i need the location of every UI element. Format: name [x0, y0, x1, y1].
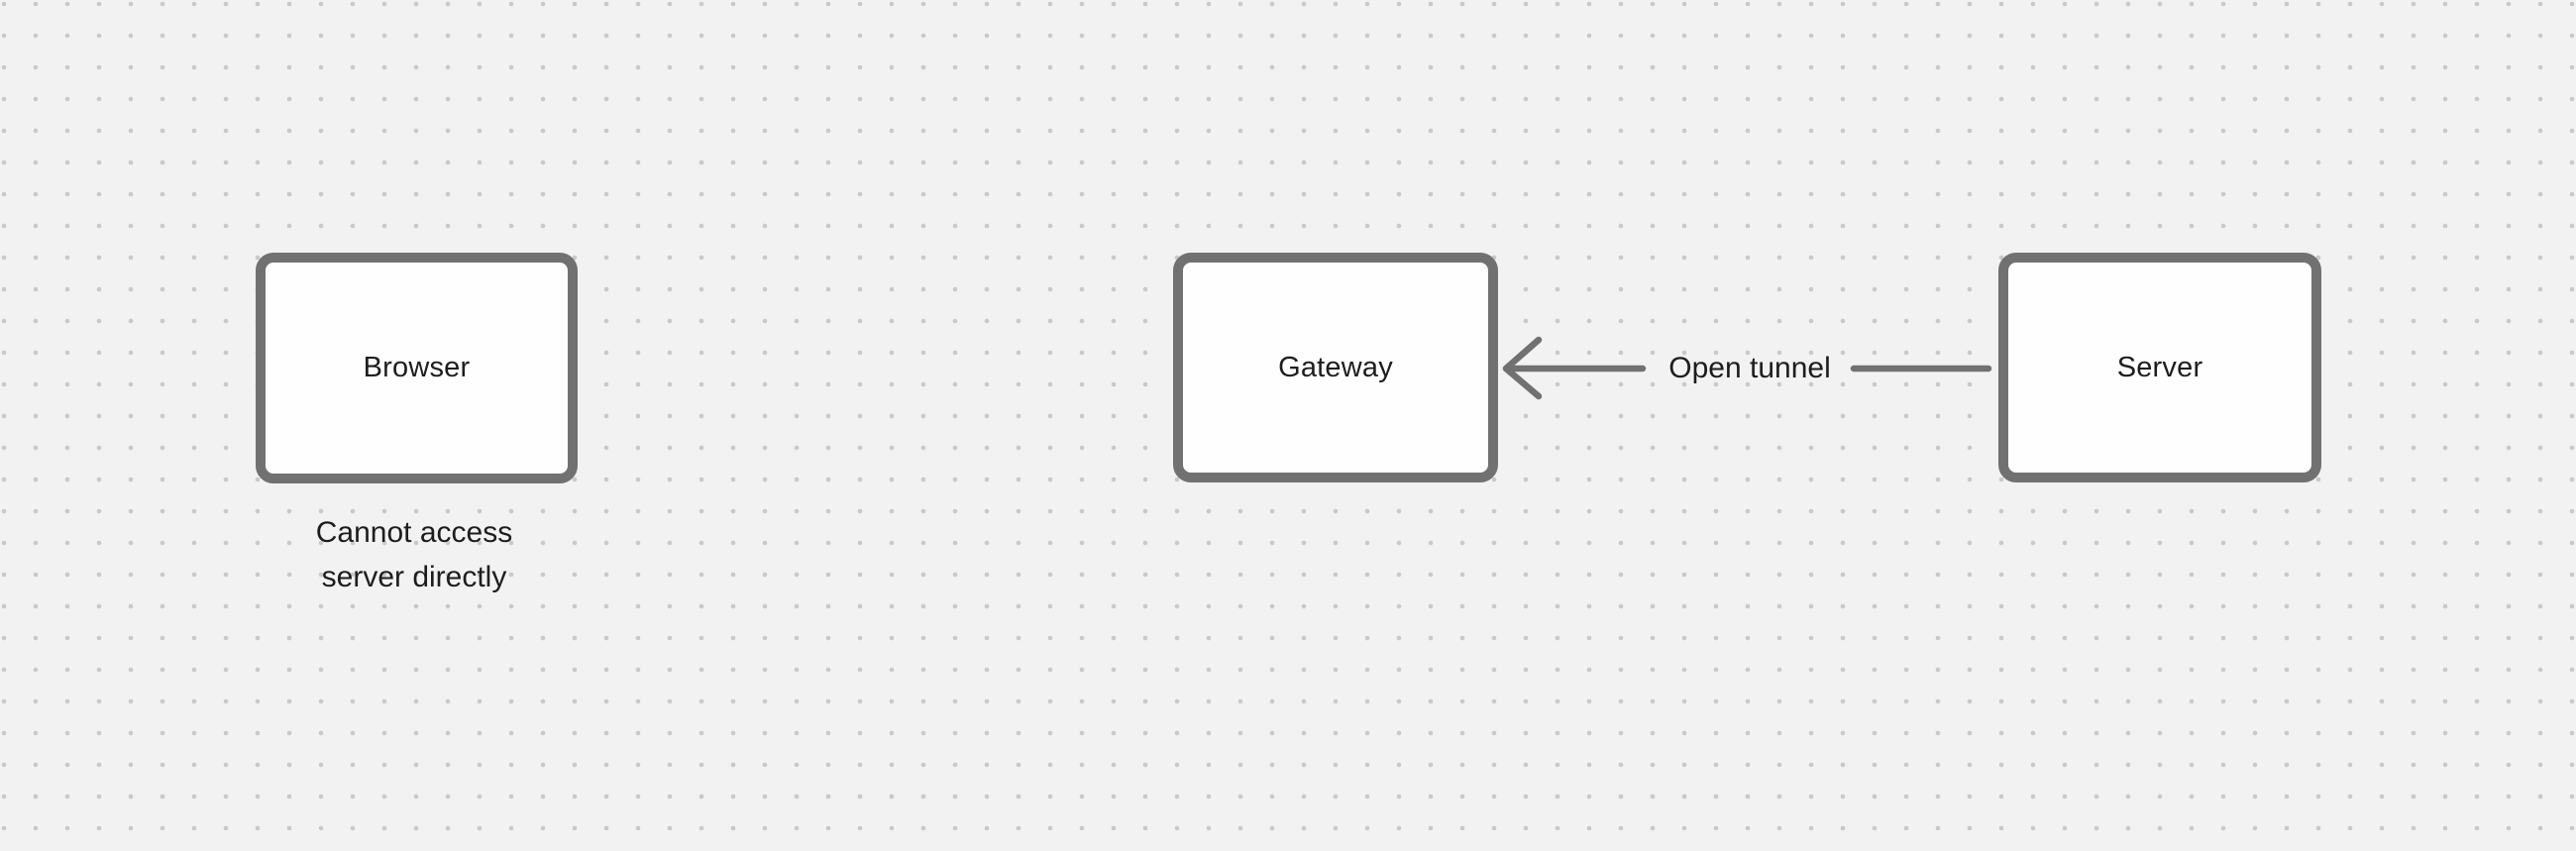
- node-gateway[interactable]: Gateway: [1173, 253, 1498, 482]
- arrow-server-to-gateway[interactable]: [1486, 327, 2001, 416]
- annotation-cannot-access[interactable]: Cannot access server directly: [266, 510, 563, 599]
- annotation-line-1: Cannot access: [315, 516, 513, 549]
- node-browser[interactable]: Browser: [256, 253, 578, 483]
- annotation-line-2: server directly: [321, 561, 507, 593]
- arrow-head-left-icon: [1502, 336, 1543, 400]
- node-gateway-label: Gateway: [1278, 351, 1393, 383]
- node-browser-label: Browser: [363, 352, 471, 383]
- node-server[interactable]: Server: [1998, 253, 2321, 482]
- edge-label-open-tunnel[interactable]: Open tunnel: [1668, 352, 1831, 384]
- node-server-label: Server: [2116, 351, 2203, 383]
